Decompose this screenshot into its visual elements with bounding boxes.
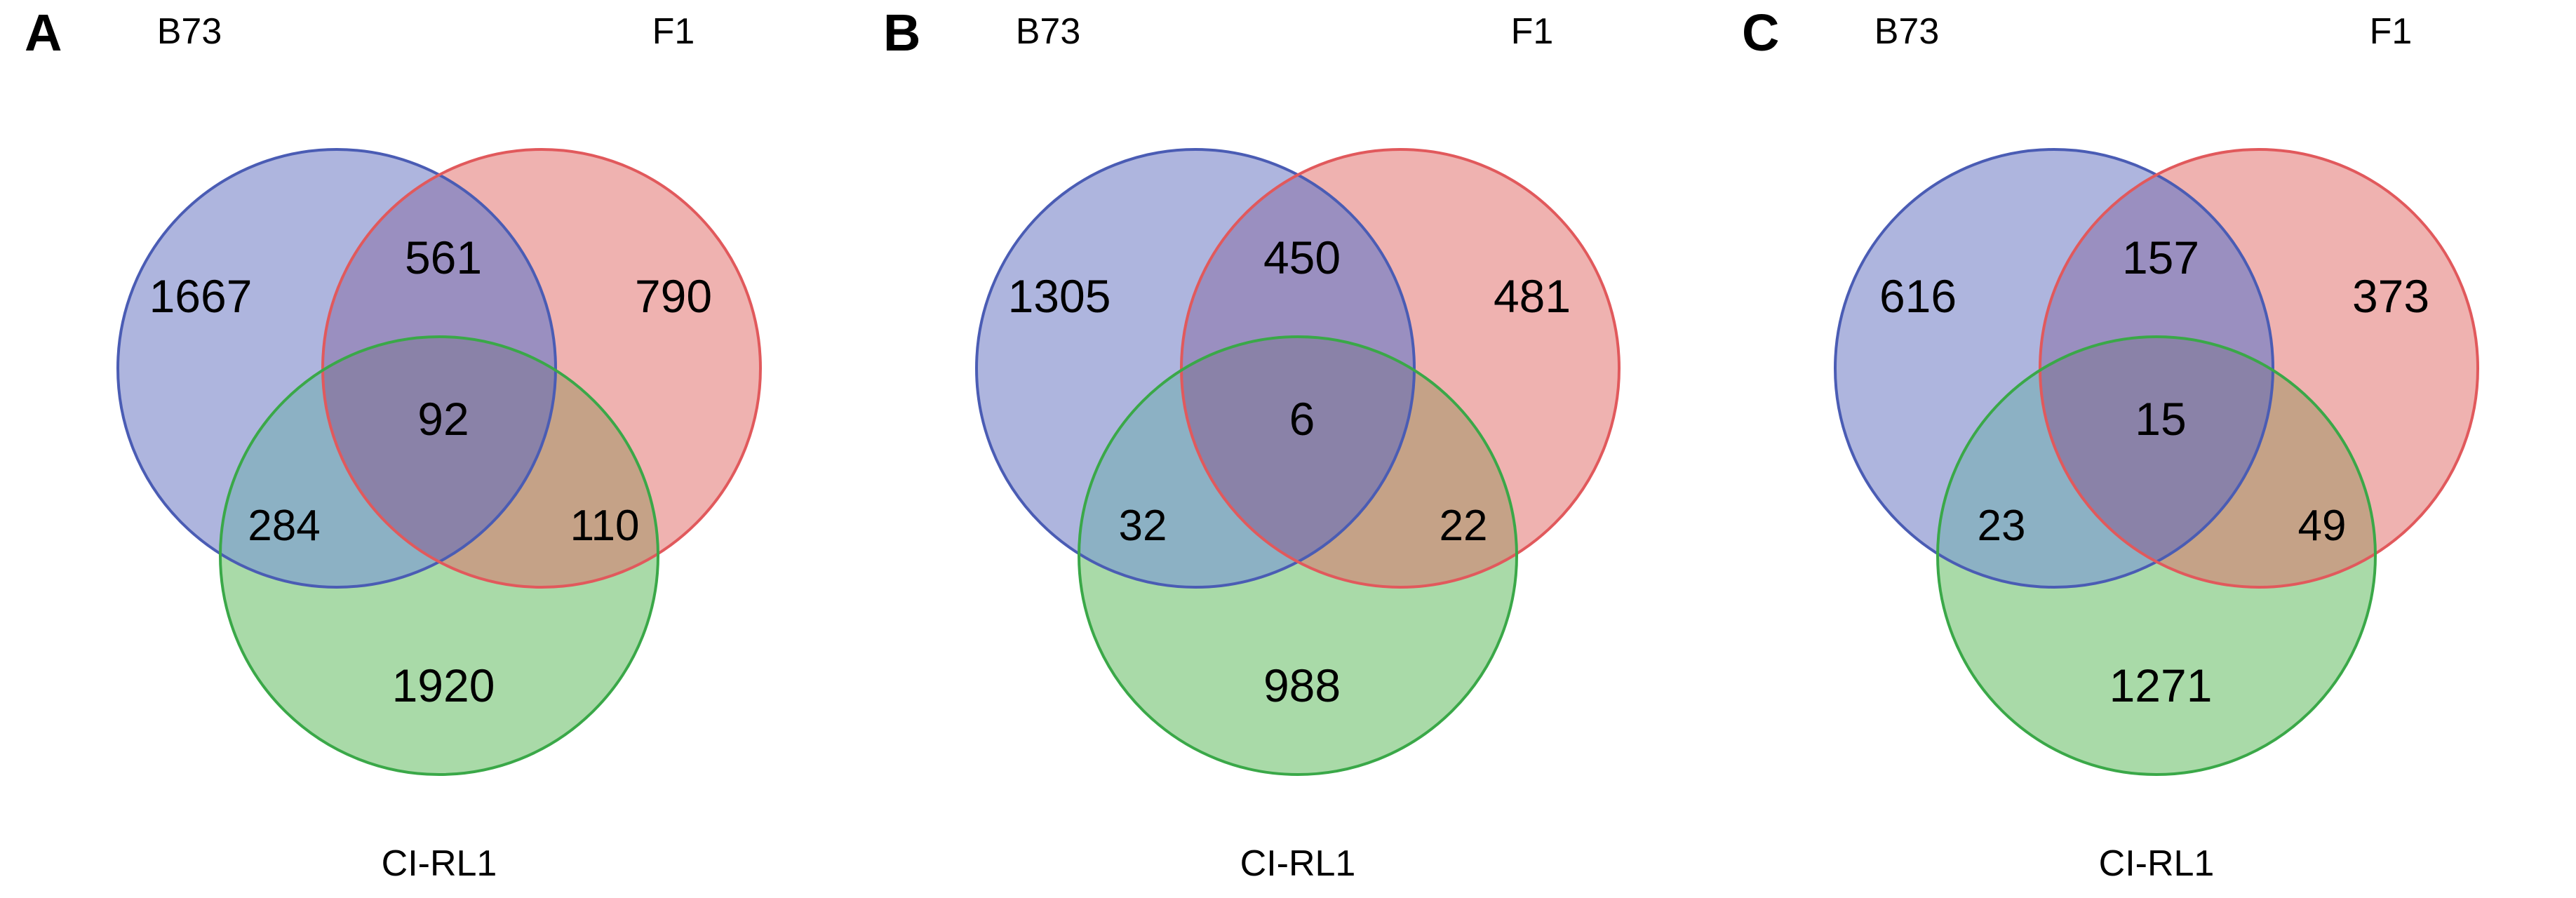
count-all-three: 15 [2135, 393, 2186, 445]
circle-b73-outline [1834, 148, 2274, 589]
panel-letter: C [1742, 4, 1779, 62]
count-f1-only: 790 [635, 270, 712, 322]
count-b73-only: 1667 [149, 270, 253, 322]
set-label-cirl1: CI-RL1 [2099, 843, 2215, 884]
set-label-b73: B73 [1874, 11, 1940, 52]
circle-b73-outline [975, 148, 1416, 589]
set-label-cirl1: CI-RL1 [382, 843, 497, 884]
circle-f1-outline [1180, 148, 1621, 589]
circle-f1-outline [321, 148, 762, 589]
count-b73-cirl1: 32 [1119, 502, 1167, 550]
set-label-cirl1: CI-RL1 [1240, 843, 1356, 884]
count-f1-cirl1: 22 [1440, 502, 1488, 550]
set-label-f1: F1 [2370, 11, 2413, 52]
count-cirl1-only: 1920 [392, 659, 495, 711]
circle-f1-outline [2039, 148, 2479, 589]
panel-letter: B [883, 4, 920, 62]
venn-panel-c: C B73 F1 CI-RL1 616 373 1271 157 23 49 1… [1717, 0, 2576, 898]
venn-panel-b: B B73 F1 CI-RL1 1305 481 988 450 32 22 6 [859, 0, 1717, 898]
circle-cirl1-outline [1936, 335, 2377, 776]
count-b73-f1: 450 [1263, 232, 1341, 283]
set-label-b73: B73 [157, 11, 222, 52]
venn-svg-a: A B73 F1 CI-RL1 1667 790 1920 561 284 11… [25, 4, 762, 884]
count-all-three: 6 [1289, 393, 1315, 445]
count-b73-only: 616 [1879, 270, 1957, 322]
circle-b73-outline [116, 148, 557, 589]
count-f1-cirl1: 49 [2298, 502, 2347, 550]
venn-panel-a: A B73 F1 CI-RL1 1667 790 1920 561 284 11… [0, 0, 859, 898]
set-label-f1: F1 [1511, 11, 1554, 52]
count-b73-cirl1: 284 [248, 502, 320, 550]
count-b73-f1: 157 [2122, 232, 2199, 283]
venn-svg-b: B B73 F1 CI-RL1 1305 481 988 450 32 22 6 [883, 4, 1621, 884]
panel-letter: A [25, 4, 62, 62]
set-label-f1: F1 [652, 11, 695, 52]
count-all-three: 92 [417, 393, 469, 445]
circle-cirl1-outline [1078, 335, 1518, 776]
count-b73-f1: 561 [405, 232, 482, 283]
venn-svg-c: C B73 F1 CI-RL1 616 373 1271 157 23 49 1… [1742, 4, 2479, 884]
count-f1-cirl1: 110 [570, 502, 640, 550]
count-cirl1-only: 1271 [2109, 659, 2213, 711]
count-f1-only: 481 [1494, 270, 1571, 322]
count-cirl1-only: 988 [1263, 659, 1341, 711]
set-label-b73: B73 [1016, 11, 1081, 52]
count-f1-only: 373 [2352, 270, 2429, 322]
circle-cirl1-outline [219, 335, 659, 776]
count-b73-only: 1305 [1008, 270, 1111, 322]
count-b73-cirl1: 23 [1978, 502, 2026, 550]
